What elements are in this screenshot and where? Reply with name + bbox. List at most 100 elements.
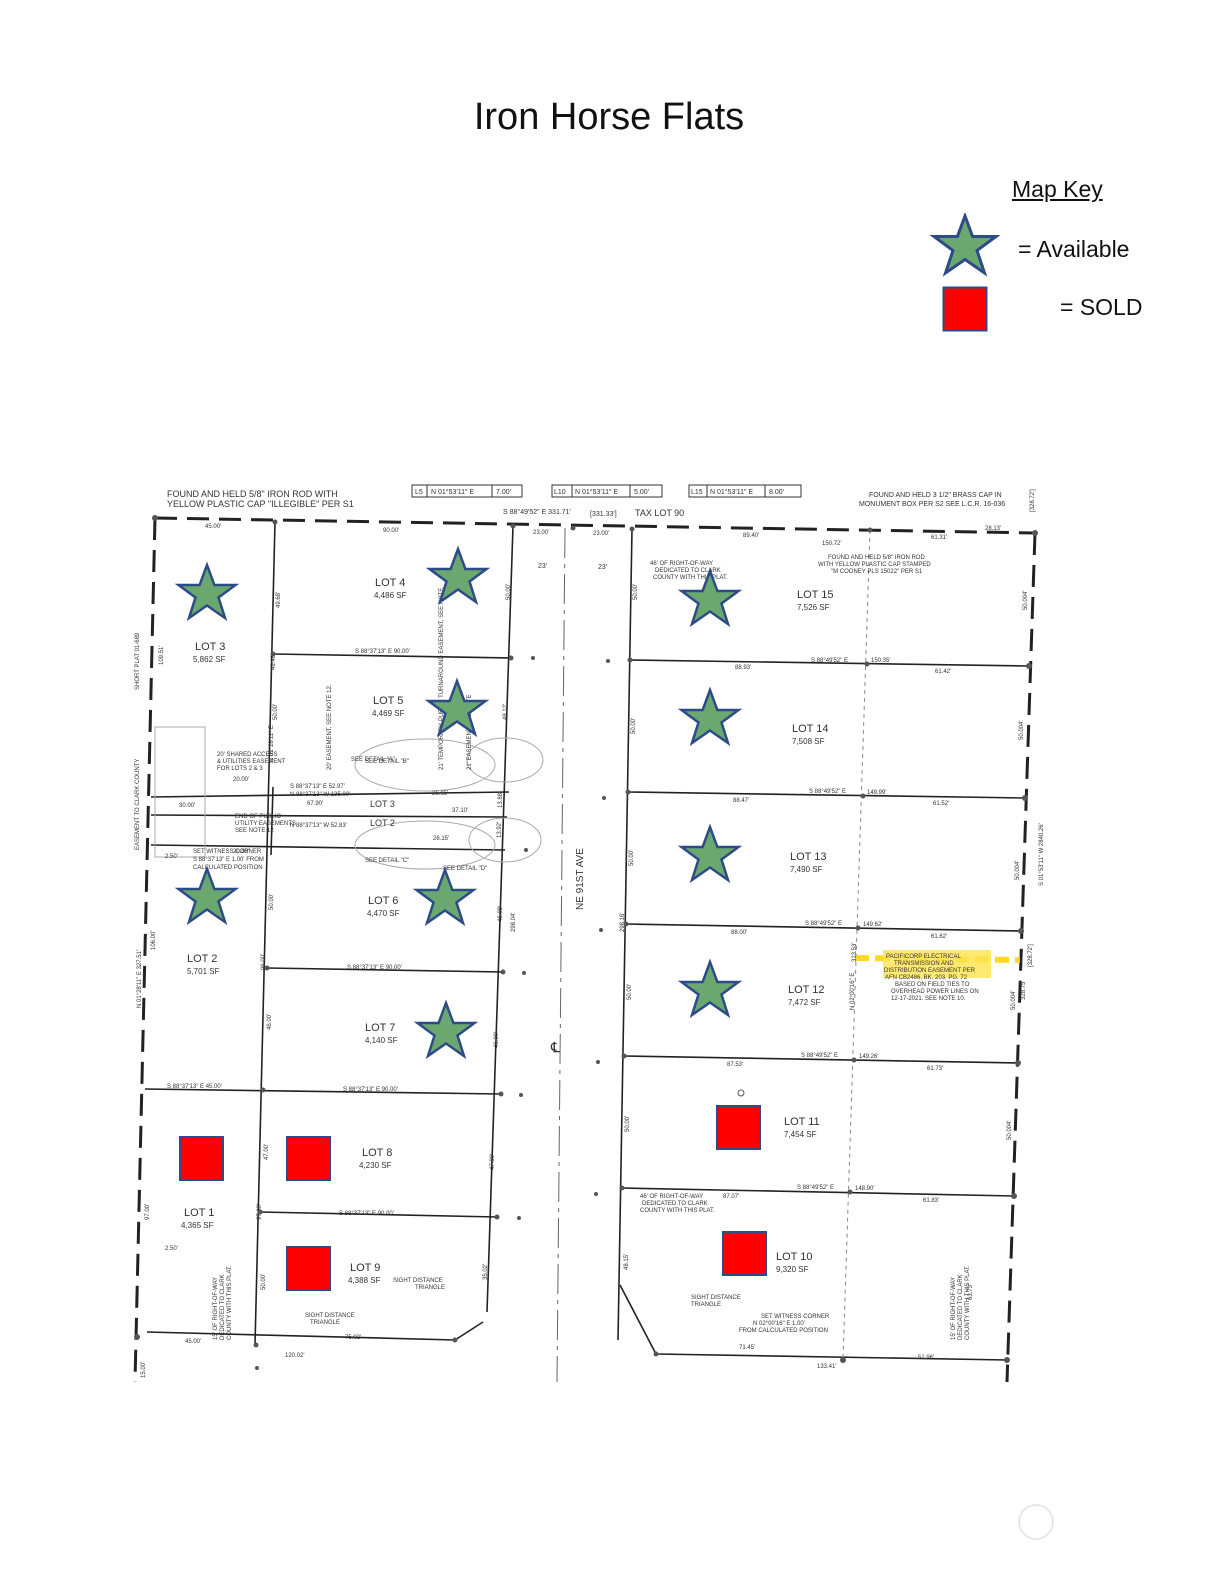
line-table-l15-id: L15 — [691, 489, 703, 496]
dim-45b: 45.00' — [185, 1339, 201, 1345]
dim-75-02: 75.02' — [345, 1335, 361, 1341]
lot-14-available-star — [677, 686, 743, 747]
note-sight-1: SIGHT DISTANCE — [393, 1278, 443, 1284]
bearing-access3: N 88°37'13" W 52.83' — [290, 823, 347, 829]
lot-4-area: 4,486 SF — [374, 591, 407, 600]
dim-328-72: [328.72'] — [1028, 944, 1034, 967]
note-found-rod-1: FOUND AND HELD 5/8" IRON ROD WITH — [167, 489, 338, 499]
lot-4-name: LOT 4 — [375, 577, 405, 589]
dim-15: 15.00' — [141, 1362, 147, 1378]
note-pacificorp-4: AFN CB2486, BK. 203, PG. 72 — [885, 975, 968, 981]
dim-50b: 50.00' — [269, 894, 275, 910]
detail-bubbles — [154, 726, 544, 870]
dim-35-02: 35.02' — [483, 1264, 489, 1280]
lot-9-area: 4,388 SF — [348, 1276, 381, 1285]
bearing-lot3-4: S 88°37'13" E 90.00' — [355, 649, 410, 655]
lot-5-area: 4,469 SF — [372, 709, 405, 718]
lot-13-name: LOT 13 — [790, 851, 827, 863]
dim-61-31: 61.31' — [931, 535, 947, 541]
dim-87-53: 87.53' — [727, 1062, 743, 1068]
dim-71-45: 71.45' — [739, 1345, 755, 1351]
dim-120-02: 120.02' — [285, 1353, 305, 1359]
note-pacificorp-7: 12-17-2021. SEE NOTE 10. — [891, 996, 966, 1002]
dim-50e: 50.00' — [633, 584, 639, 600]
bearing-inner-line2: N 02°00'16" E — [850, 973, 856, 1010]
note-easement21: 21' EASEMENT, SEE NOTE — [467, 694, 473, 770]
lot-11-sold-square — [716, 1105, 761, 1150]
dim-61-42: 61.42' — [935, 669, 951, 675]
dim-50i: 50.00' — [625, 1116, 631, 1132]
dim-48-12: 48.12' — [503, 704, 509, 720]
lot-5-name: LOT 5 — [373, 695, 403, 707]
note-shared-2: & UTILITIES EASEMENT — [217, 759, 286, 765]
note-shared-1: 20' SHARED ACCESS — [217, 752, 278, 758]
lot-8-area: 4,230 SF — [359, 1161, 392, 1170]
dim-49-48: 49.48' — [271, 654, 277, 670]
dim-2-50a: 2.50' — [165, 1246, 178, 1252]
lot-10-name: LOT 10 — [776, 1251, 813, 1263]
note-pacificorp-3: DISTRIBUTION EASEMENT PER — [884, 968, 976, 974]
bearing-r12-11: S 88°49'52" E — [801, 1053, 838, 1059]
street-row-right: 23' — [598, 564, 607, 571]
lot-1-area: 4,365 SF — [181, 1221, 214, 1230]
note-detail-a: SEE DETAIL "A" — [351, 757, 395, 763]
street-centerline-symbol: ℄ — [550, 1039, 560, 1055]
lot-10-sold-square — [722, 1231, 767, 1276]
lot-10-area: 9,320 SF — [776, 1265, 809, 1274]
lot-2-area: 5,701 SF — [187, 967, 220, 976]
dim-51-96: 51.96' — [918, 1355, 934, 1361]
line-table-l5-bearing: N 01°53'11" E — [431, 488, 474, 496]
lot-5-available-star — [424, 677, 490, 738]
dim-50-004e: 50.004' — [1007, 1121, 1013, 1141]
line-table-l10-dist: 5.00' — [634, 489, 649, 496]
dim-63-73: 63.73' — [968, 1284, 974, 1300]
lot-8-name: LOT 8 — [362, 1147, 392, 1159]
note-temp-easement: 21' TEMPORARY PUBLIC TURNAROUND EASEMENT… — [439, 588, 445, 770]
line-table-box — [688, 484, 802, 498]
legend-available-label: = Available — [1018, 236, 1130, 262]
note-pacificorp-6: OVERHEAD POWER LINES ON — [891, 989, 979, 995]
lot-14-area: 7,508 SF — [792, 737, 825, 746]
note-row15-2: DEDICATED TO CLARK — [220, 1274, 226, 1340]
dim-26-15: 26.15' — [433, 836, 449, 842]
dim-50a: 50.00' — [273, 704, 279, 720]
legend-sold-label: = SOLD — [1060, 294, 1143, 320]
lot-11-name: LOT 11 — [784, 1116, 820, 1128]
bearing-access1: S 88°37'13" E 52.97' — [290, 784, 345, 790]
dim-87-07: 87.07' — [723, 1194, 739, 1200]
dim-298-16: 298.16' — [620, 913, 626, 933]
note-row-top-3: COUNTY WITH THIS PLAT. — [653, 575, 728, 581]
lot-11-area: 7,454 SF — [784, 1130, 817, 1139]
note-row-bot-2: DEDICATED TO CLARK — [642, 1201, 708, 1207]
dim-88-47: 88.47' — [733, 798, 749, 804]
note-row15r-2: DEDICATED TO CLARK — [958, 1274, 964, 1340]
note-witness-1: SET WITNESS CORNER — [193, 849, 262, 855]
line-table-l10-id: L10 — [554, 489, 566, 496]
lot-8-sold-square — [286, 1136, 331, 1181]
note-found-rod-2: YELLOW PLASTIC CAP "ILLEGIBLE" PER S1 — [167, 499, 354, 509]
dim-90: 90.00' — [383, 528, 399, 534]
bearing-r11-10: S 88°49'52" E — [797, 1185, 834, 1191]
note-pacificorp-5: BASED ON FIELD TIES TO — [895, 982, 970, 988]
lot-6-name: LOT 6 — [368, 895, 398, 907]
note-row15r-1: 15' OF RIGHT-OF-WAY — [951, 1277, 957, 1340]
lot-1-name: LOT 1 — [184, 1207, 214, 1219]
lot-3-name: LOT 3 — [195, 641, 225, 653]
dim-50g: 50.00' — [629, 850, 635, 866]
bearing-r15-14: S 88°49'52" E — [811, 658, 848, 664]
dim-30: 30.00' — [179, 803, 195, 809]
dim-50-004d: 50.004' — [1011, 991, 1017, 1011]
note-easement20: 20' EASEMENT, SEE NOTE 12. — [327, 684, 333, 770]
note-witness-2: S 88°37'13" E 1.00' FROM — [193, 857, 264, 863]
bearing-top-paren: [331.33'] — [590, 511, 617, 518]
note-shared-3: FOR LOTS 2 & 3 — [217, 766, 263, 772]
dim-149-62: 149.62' — [863, 922, 883, 928]
dim-149-26: 149.26' — [859, 1054, 879, 1060]
line-table-l10-bearing: N 01°53'11" E — [575, 488, 618, 496]
dim-133-41: 133.41' — [817, 1364, 837, 1370]
line-table-l15-bearing: N 01°53'11" E — [710, 488, 753, 496]
legend-square-icon — [942, 286, 988, 332]
bearing-top: S 88°49'52" E 331.71' — [503, 508, 571, 516]
lot-7-name: LOT 7 — [365, 1022, 395, 1034]
dim-20a: 20.00' — [233, 777, 249, 783]
